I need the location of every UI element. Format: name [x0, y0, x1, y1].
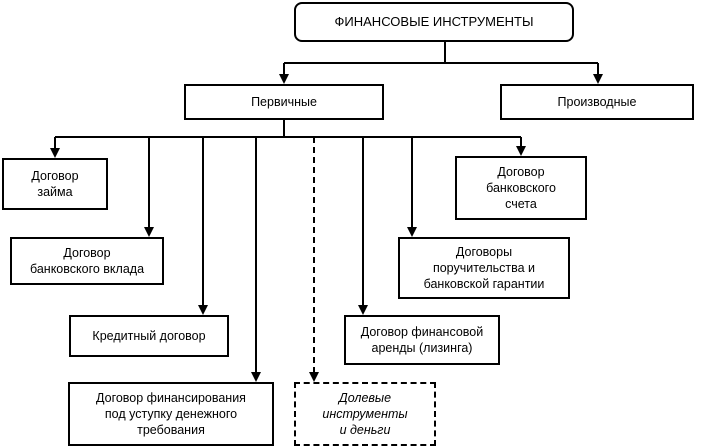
bank-account-agreement-node: Договор банковского счета	[455, 156, 587, 220]
derivative-node: Производные	[500, 84, 694, 120]
bank-deposit-agreement-node: Договор банковского вклада	[10, 237, 164, 285]
derivative-label: Производные	[557, 94, 637, 109]
primary-label: Первичные	[251, 94, 317, 109]
primary-node: Первичные	[184, 84, 384, 120]
financial-lease-agreement-node: Договор финансовой аренды (лизинга)	[344, 315, 500, 365]
loan-agreement-node: Договор займа	[2, 158, 108, 210]
factoring-agreement-node: Договор финансирования под уступку денеж…	[68, 382, 274, 446]
credit-agreement-label: Кредитный договор	[92, 328, 206, 343]
financial-lease-agreement-label: Договор финансовой аренды (лизинга)	[360, 324, 484, 355]
bank-account-agreement-label: Договор банковского счета	[486, 164, 556, 212]
equity-and-money-label: Долевые инструменты и деньги	[322, 390, 408, 438]
bank-deposit-agreement-label: Договор банковского вклада	[29, 245, 145, 276]
factoring-agreement-label: Договор финансирования под уступку денеж…	[96, 390, 246, 438]
credit-agreement-node: Кредитный договор	[69, 315, 229, 357]
root-label: ФИНАНСОВЫЕ ИНСТРУМЕНТЫ	[334, 13, 534, 29]
loan-agreement-label: Договор займа	[31, 168, 79, 199]
root-node: ФИНАНСОВЫЕ ИНСТРУМЕНТЫ	[294, 2, 574, 42]
surety-guarantee-agreements-node: Договоры поручительства и банковской гар…	[398, 237, 570, 299]
equity-and-money-node: Долевые инструменты и деньги	[294, 382, 436, 446]
surety-guarantee-agreements-label: Договоры поручительства и банковской гар…	[423, 244, 545, 292]
